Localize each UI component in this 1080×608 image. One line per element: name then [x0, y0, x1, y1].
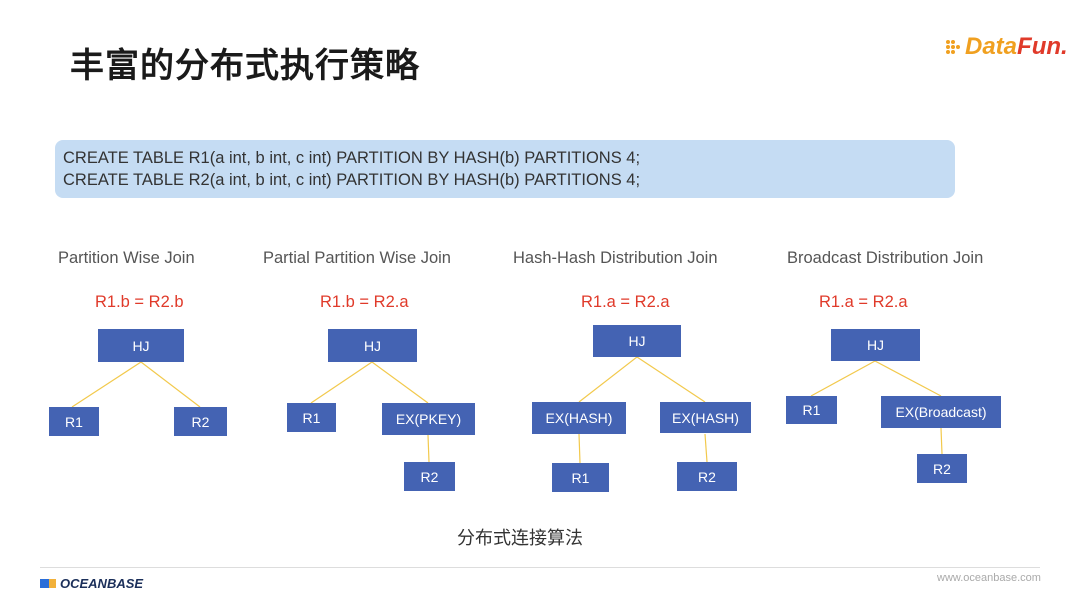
logo-text-fun: Fun. [1017, 33, 1068, 60]
node-1-r2: R2 [174, 407, 227, 436]
node-3-r2: R2 [677, 462, 737, 491]
logo-text-data: Data [965, 33, 1018, 60]
strategy-name-partial-partition-wise: Partial Partition Wise Join [263, 249, 451, 267]
footer-url: www.oceanbase.com [937, 572, 1041, 584]
edge-2-right [371, 361, 429, 404]
edge-4-left [810, 360, 876, 397]
node-2-hj: HJ [328, 329, 417, 362]
node-4-r1: R1 [786, 396, 837, 424]
edge-3-right [636, 356, 706, 403]
edge-4-right-child [940, 427, 943, 455]
edge-2-right-child [427, 434, 430, 463]
node-3-r1: R1 [552, 463, 609, 492]
join-condition-2: R1.b = R2.a [320, 293, 409, 311]
strategy-name-hash-hash: Hash-Hash Distribution Join [513, 249, 718, 267]
node-3-ex-hash-right: EX(HASH) [660, 402, 751, 433]
node-2-r1: R1 [287, 403, 336, 432]
oceanbase-mark-icon [40, 579, 56, 588]
join-condition-3: R1.a = R2.a [581, 293, 670, 311]
node-3-hj: HJ [593, 325, 681, 357]
node-1-r1: R1 [49, 407, 99, 436]
edge-3-right-child [704, 433, 708, 463]
logo-dots-icon [946, 40, 960, 54]
page-title: 丰富的分布式执行策略 [70, 46, 420, 86]
edge-1-right [140, 361, 201, 408]
strategy-name-broadcast: Broadcast Distribution Join [787, 249, 984, 267]
node-4-ex-broadcast: EX(Broadcast) [881, 396, 1001, 428]
sql-line-2: CREATE TABLE R2(a int, b int, c int) PAR… [63, 171, 641, 189]
oceanbase-logo: OCEANBASE [40, 576, 143, 591]
sql-line-1: CREATE TABLE R1(a int, b int, c int) PAR… [63, 149, 641, 167]
strategy-name-partition-wise: Partition Wise Join [58, 249, 195, 267]
node-2-r2: R2 [404, 462, 455, 491]
sql-code-box: CREATE TABLE R1(a int, b int, c int) PAR… [55, 140, 955, 198]
edge-1-left [71, 361, 142, 408]
diagram-caption: 分布式连接算法 [457, 528, 583, 549]
node-1-hj: HJ [98, 329, 184, 362]
node-4-hj: HJ [831, 329, 920, 361]
join-condition-4: R1.a = R2.a [819, 293, 908, 311]
footer-divider [40, 567, 1040, 568]
node-3-ex-hash-left: EX(HASH) [532, 402, 626, 434]
edge-3-left-child [578, 433, 581, 464]
join-condition-1: R1.b = R2.b [95, 293, 184, 311]
oceanbase-wordmark: OCEANBASE [60, 576, 144, 591]
edge-3-left [578, 356, 638, 403]
node-4-r2: R2 [917, 454, 967, 483]
edge-4-right [874, 360, 942, 397]
edge-2-left [310, 361, 373, 404]
node-2-ex-pkey: EX(PKEY) [382, 403, 475, 435]
